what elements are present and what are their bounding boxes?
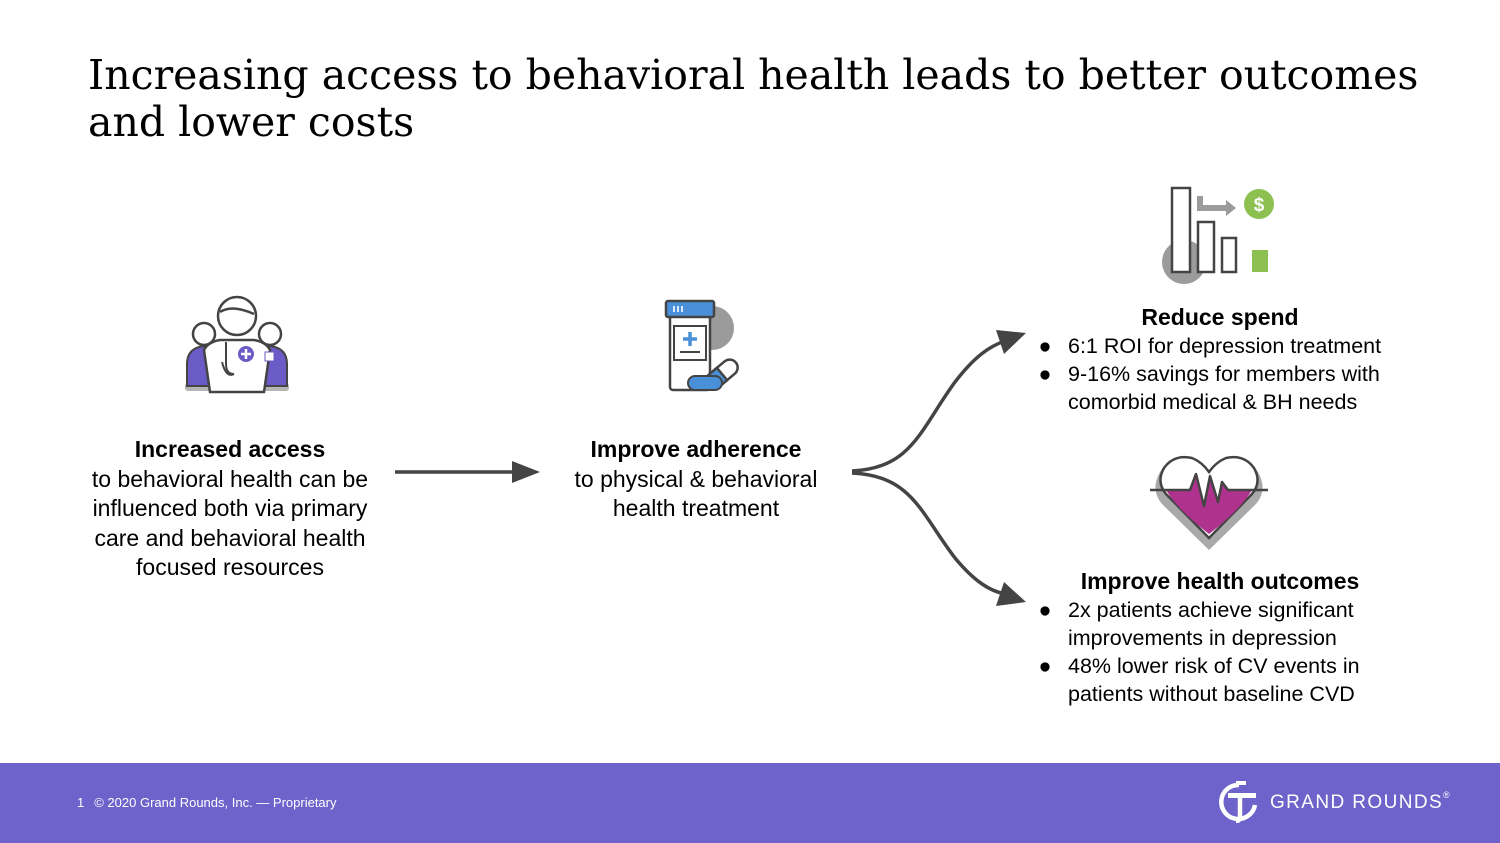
health-outcomes-block: Improve health outcomes ● 2x patients ach… <box>1035 566 1415 708</box>
brand-name: GRAND ROUNDS® <box>1270 790 1450 814</box>
bullet-icon: ● <box>1038 654 1052 678</box>
brand-name-text: GRAND ROUNDS <box>1270 792 1444 813</box>
reduce-spend-heading: Reduce spend <box>1141 304 1299 330</box>
access-body: to behavioral health can be influenced b… <box>91 465 369 581</box>
bullet-icon: ● <box>1038 334 1052 358</box>
bullet-text: 48% lower risk of CV events in patients … <box>1068 654 1360 706</box>
list-item: ● 2x patients achieve significant improve… <box>1035 596 1415 652</box>
bullet-icon: ● <box>1038 362 1052 386</box>
arrowhead-to-health-outcomes <box>996 582 1026 606</box>
brand-logo: GRAND ROUNDS® <box>1216 779 1476 823</box>
list-item: ● 48% lower risk of CV events in patients… <box>1035 652 1415 708</box>
adherence-body: to physical & behavioral health treatmen… <box>574 465 818 522</box>
cost-reduction-chart-icon: $ <box>1162 186 1274 284</box>
reduce-spend-list: ● 6:1 ROI for depression treatment ● 9-16%… <box>1035 332 1415 416</box>
svg-text:$: $ <box>1254 195 1265 216</box>
list-item: ● 9-16% savings for members with comorbid… <box>1035 360 1415 416</box>
page-number: 1 <box>77 795 85 810</box>
doctors-icon <box>185 295 289 394</box>
access-block: Increased access to behavioral health ca… <box>70 435 390 583</box>
registered-mark: ® <box>1443 790 1450 800</box>
bullet-icon: ● <box>1038 598 1052 622</box>
health-outcomes-heading: Improve health outcomes <box>1080 568 1360 594</box>
list-item: ● 6:1 ROI for depression treatment <box>1035 332 1415 360</box>
bullet-text: 6:1 ROI for depression treatment <box>1068 334 1382 358</box>
arrow-to-health-outcomes <box>851 471 1006 596</box>
arrowhead-access-to-adherence <box>512 461 540 483</box>
footer-text: 1 © 2020 Grand Rounds, Inc. — Proprietary <box>77 795 337 811</box>
copyright-text: © 2020 Grand Rounds, Inc. — Proprietary <box>94 795 337 810</box>
pill-bottle-icon <box>664 299 739 392</box>
adherence-heading: Improve adherence <box>590 436 802 462</box>
slide-title: Increasing access to behavioral health l… <box>88 51 1419 146</box>
grand-rounds-logo-icon <box>1219 781 1258 823</box>
access-heading: Increased access <box>134 436 326 462</box>
health-outcomes-list: ● 2x patients achieve significant improve… <box>1035 596 1415 708</box>
arrowhead-to-reduce-spend <box>996 330 1026 354</box>
arrow-to-reduce-spend <box>851 339 1006 473</box>
adherence-block: Improve adherence to physical & behavior… <box>555 435 837 524</box>
bullet-text: 9-16% savings for members with comorbid … <box>1068 362 1380 414</box>
bullet-text: 2x patients achieve significant improvem… <box>1068 598 1354 650</box>
heart-pulse-icon <box>1150 455 1268 550</box>
footer-bar: 1 © 2020 Grand Rounds, Inc. — Proprietary… <box>0 763 1500 843</box>
reduce-spend-block: Reduce spend ● 6:1 ROI for depression tre… <box>1035 302 1415 416</box>
